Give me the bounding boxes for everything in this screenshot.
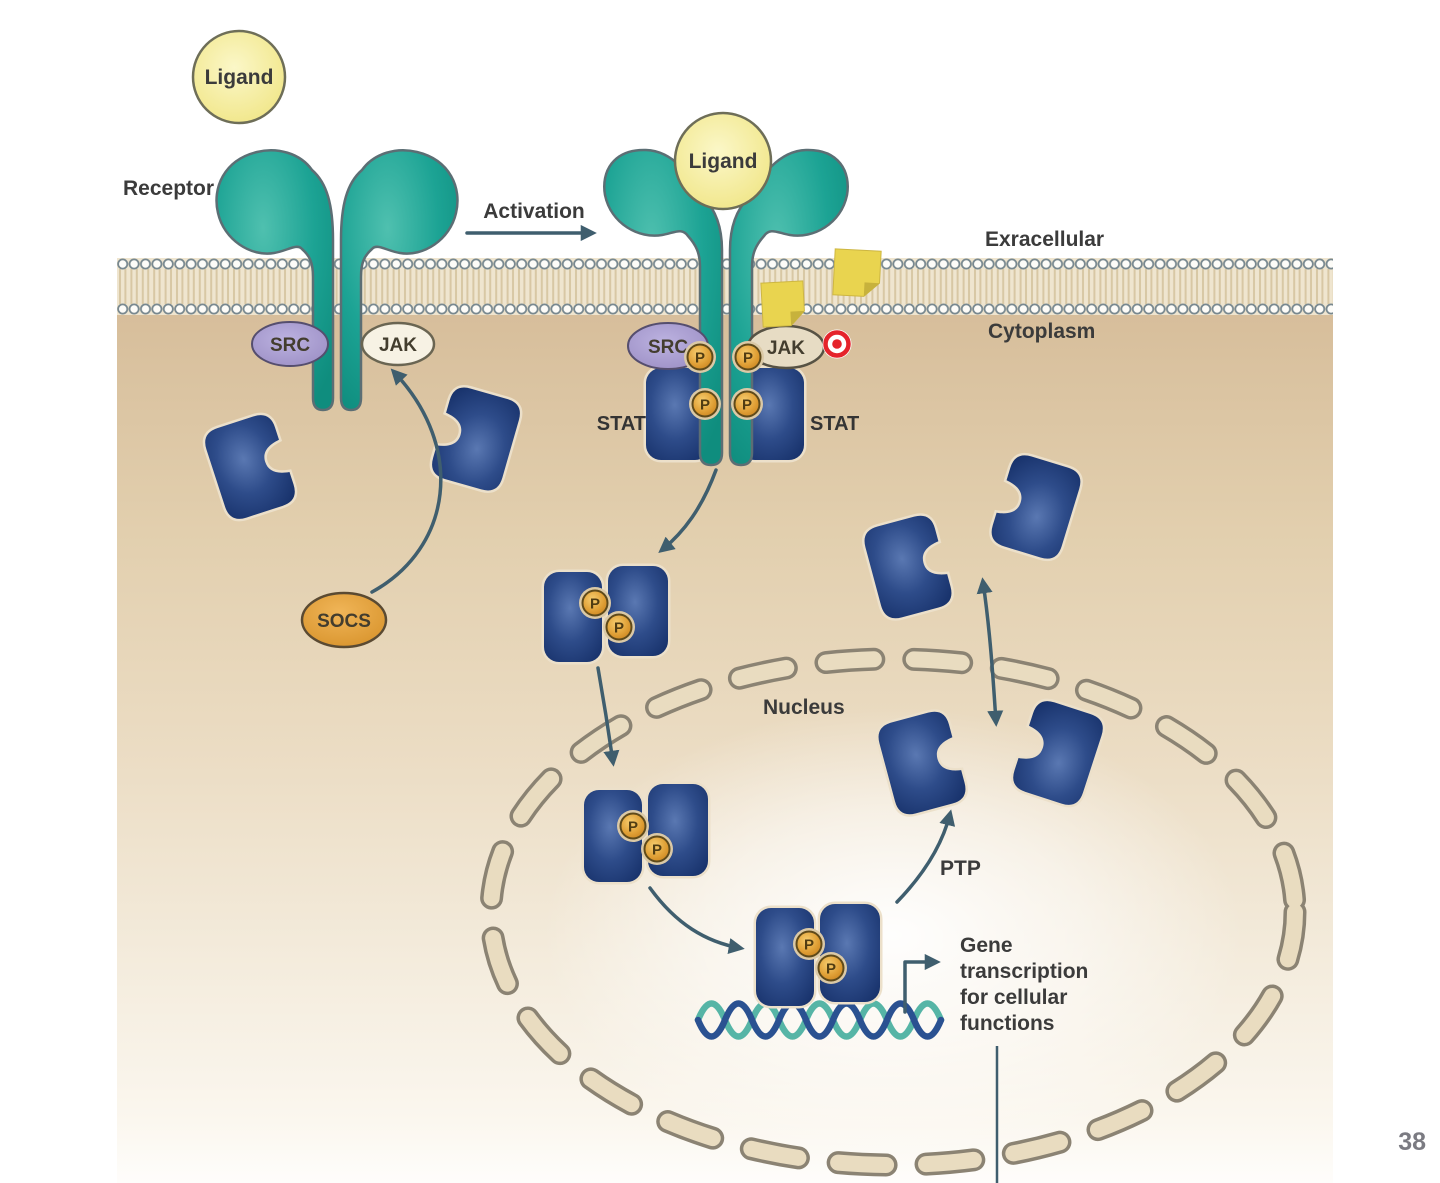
ligand-label: Ligand (205, 66, 274, 89)
src-oval (251, 321, 329, 367)
page-number: 38 (1398, 1128, 1426, 1156)
ptp-arrow (895, 809, 956, 904)
transcription-start-arrow (903, 953, 941, 1014)
stat-dimer-cytoplasm (541, 563, 671, 665)
membrane-lipid-pattern (117, 258, 1333, 315)
src-active-label: SRC (648, 337, 688, 358)
dna-strand-blue (694, 1000, 945, 1040)
stat-release-arrow (658, 468, 718, 554)
gene-caption-line: functions (960, 1012, 1055, 1035)
phosphate-coin (792, 927, 826, 961)
src-label: SRC (270, 335, 310, 356)
ligand-circle-bound (673, 111, 773, 211)
phosphate-coin (814, 951, 848, 985)
socs-oval (300, 591, 388, 649)
phosphate-coin (730, 387, 764, 421)
plasma-membrane (117, 258, 1333, 315)
extracellular-label: Exracellular (985, 228, 1104, 251)
phosphate-coin (602, 610, 636, 644)
jak-active-label: JAK (767, 338, 805, 359)
socs-inhibitor: SOCS (300, 368, 443, 649)
gene-caption-line: transcription (960, 960, 1088, 983)
stat-left-label: STAT (597, 413, 646, 435)
receptor-label: Receptor (123, 177, 214, 200)
gene-transcription-caption: Gene transcription for cellular function… (960, 934, 1088, 1035)
activated-receptor-complex: Ligand SRC JAK STAT STAT (597, 111, 882, 467)
jak-oval (360, 321, 436, 367)
activation-label: Activation (483, 200, 585, 223)
gene-caption-line: for cellular (960, 986, 1067, 1009)
phosphate-coin (616, 809, 650, 843)
nucleus-label: Nucleus (763, 696, 845, 719)
phosphate-coin (640, 832, 674, 866)
jak-label: JAK (379, 335, 417, 356)
socs-label: SOCS (317, 611, 371, 632)
ligand-circle (191, 29, 287, 125)
dna-strand-teal (694, 1000, 945, 1040)
nucleus-glow (543, 707, 1243, 1163)
inactive-receptor-complex: SRC JAK (215, 149, 459, 412)
phosphate-coin (578, 586, 612, 620)
nuclear-envelope (479, 647, 1307, 1177)
nuclear-import-arrow (596, 666, 620, 767)
target-icon[interactable] (822, 329, 852, 359)
dna-binding-arrow (648, 886, 745, 954)
phosphate-coin (688, 387, 722, 421)
ptp-label: PTP (940, 857, 981, 880)
dna-helix (694, 1000, 945, 1040)
receptor-left-chain (215, 149, 335, 412)
stat-dimer-dna-bound (753, 901, 883, 1009)
stat-right-label: STAT (810, 413, 859, 435)
phosphate-coin (683, 340, 717, 374)
sticky-note-icon (832, 248, 882, 297)
gene-caption-line: Gene (960, 934, 1013, 957)
socs-inhibition-arrow (370, 368, 443, 594)
ligand-bound-label: Ligand (689, 150, 758, 173)
receptor-right-chain (339, 149, 459, 412)
nuclear-export-shuttle-arrow (976, 577, 1004, 727)
sticky-note-icon (760, 280, 805, 328)
stat-dimer-nuclear (581, 781, 711, 885)
nuclear-envelope-fill (483, 651, 1303, 1173)
phosphate-coin (731, 340, 765, 374)
cytoplasm-label: Cytoplasm (988, 320, 1095, 343)
